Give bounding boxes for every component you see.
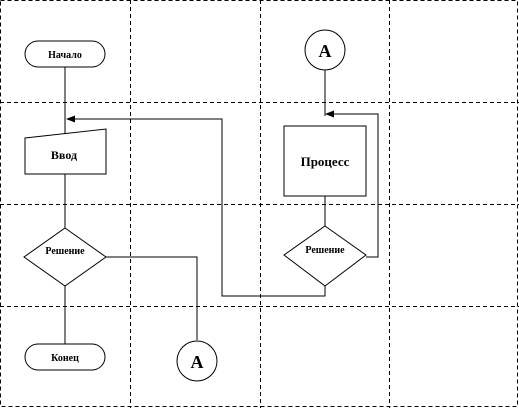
process-node[interactable]: Процесс xyxy=(283,125,367,197)
decision-left-node[interactable]: Решение xyxy=(23,227,107,287)
connector-loop-back-to-process xyxy=(334,113,379,258)
decision-left-label: Решение xyxy=(45,246,85,257)
connector-a-top-node[interactable]: A xyxy=(304,29,346,71)
decision-diamond-shape xyxy=(283,225,367,287)
manual-input-shape xyxy=(24,128,107,175)
arrowhead-left xyxy=(325,110,334,118)
input-node[interactable]: Ввод xyxy=(24,128,107,175)
decision-right-node[interactable]: Решение xyxy=(283,225,367,287)
decision-right-label: Решение xyxy=(305,245,345,256)
end-label: Конец xyxy=(51,353,79,364)
connector-decision-to-connector-a xyxy=(106,256,198,340)
end-node[interactable]: Конец xyxy=(24,343,106,371)
decision-diamond-shape xyxy=(23,227,107,287)
connector-circle-shape xyxy=(304,29,346,71)
start-label: Начало xyxy=(48,50,82,61)
connector-circle-shape xyxy=(176,340,218,382)
start-node[interactable]: Начало xyxy=(24,40,106,68)
process-label: Процесс xyxy=(301,154,350,169)
arrowhead-left xyxy=(66,115,75,123)
end-terminator-shape xyxy=(24,343,106,371)
arrowheads xyxy=(66,110,334,123)
connector-top-label: A xyxy=(319,41,332,61)
connector-loop-back-to-input xyxy=(75,118,326,297)
start-terminator-shape xyxy=(24,40,106,68)
connectors xyxy=(64,67,379,344)
process-rectangle-shape xyxy=(283,125,367,197)
connector-a-bottom-node[interactable]: A xyxy=(176,340,218,382)
connector-bottom-label: A xyxy=(191,352,204,372)
input-label: Ввод xyxy=(51,148,77,162)
